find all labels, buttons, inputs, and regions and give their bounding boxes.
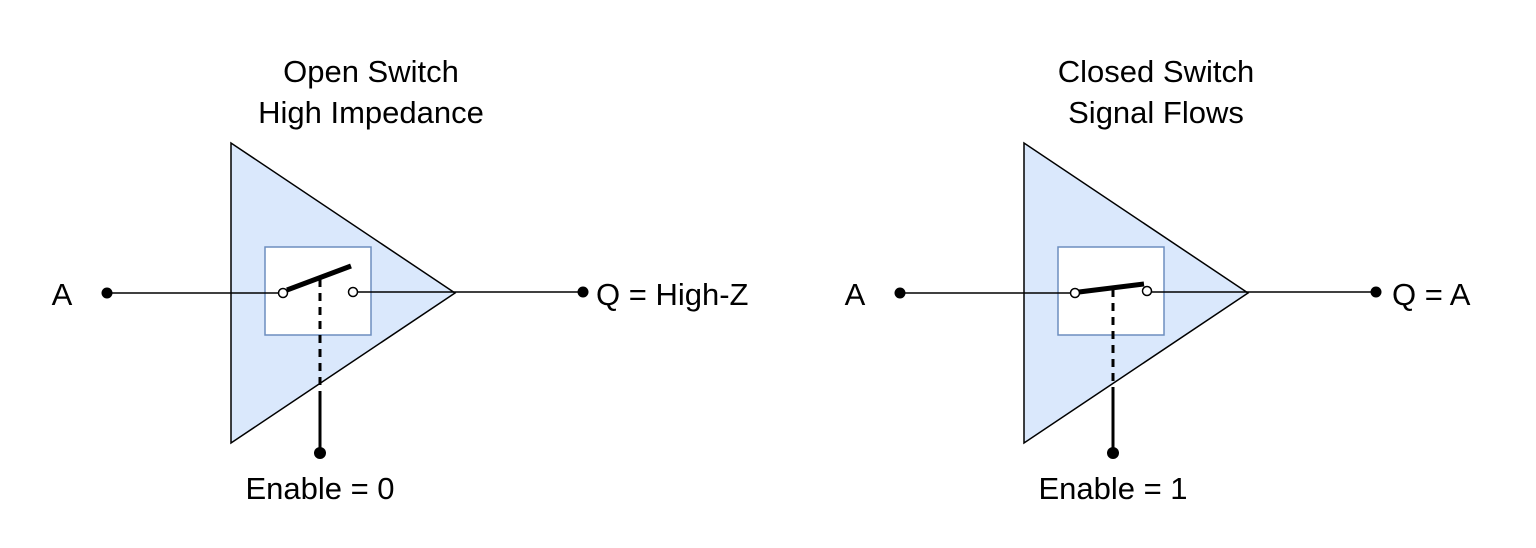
open-input-label: A: [52, 277, 73, 312]
closed-title-line1: Closed Switch: [1058, 54, 1254, 89]
closed-switch-blade: [1078, 281, 1145, 295]
open-output-label: Q = High-Z: [596, 277, 748, 312]
open-input-terminal: [101, 287, 113, 299]
closed-input-terminal: [894, 287, 906, 299]
open-switch-blade: [286, 263, 352, 293]
closed-input-label: A: [845, 277, 866, 312]
open-switch-left-contact: [277, 287, 289, 299]
closed-enable-terminal: [1107, 447, 1119, 459]
open-title-line2: High Impedance: [258, 95, 484, 130]
open-title-line1: Open Switch: [283, 54, 459, 89]
open-enable-terminal: [314, 447, 326, 459]
closed-switch-left-contact: [1069, 287, 1081, 299]
closed-title-line2: Signal Flows: [1068, 95, 1244, 130]
open-switch-right-contact: [347, 286, 359, 298]
closed-switch-right-contact: [1141, 285, 1153, 297]
open-enable-label: Enable = 0: [245, 471, 394, 506]
closed-output-label: Q = A: [1392, 277, 1471, 312]
closed-output-terminal: [1370, 286, 1382, 298]
closed-enable-label: Enable = 1: [1038, 471, 1187, 506]
open-switch-diagram: Open Switch High Impedance A Q = High-Z …: [52, 54, 749, 506]
closed-switch-diagram: Closed Switch Signal Flows A Q = A Enabl…: [845, 54, 1471, 506]
open-output-terminal: [577, 286, 589, 298]
